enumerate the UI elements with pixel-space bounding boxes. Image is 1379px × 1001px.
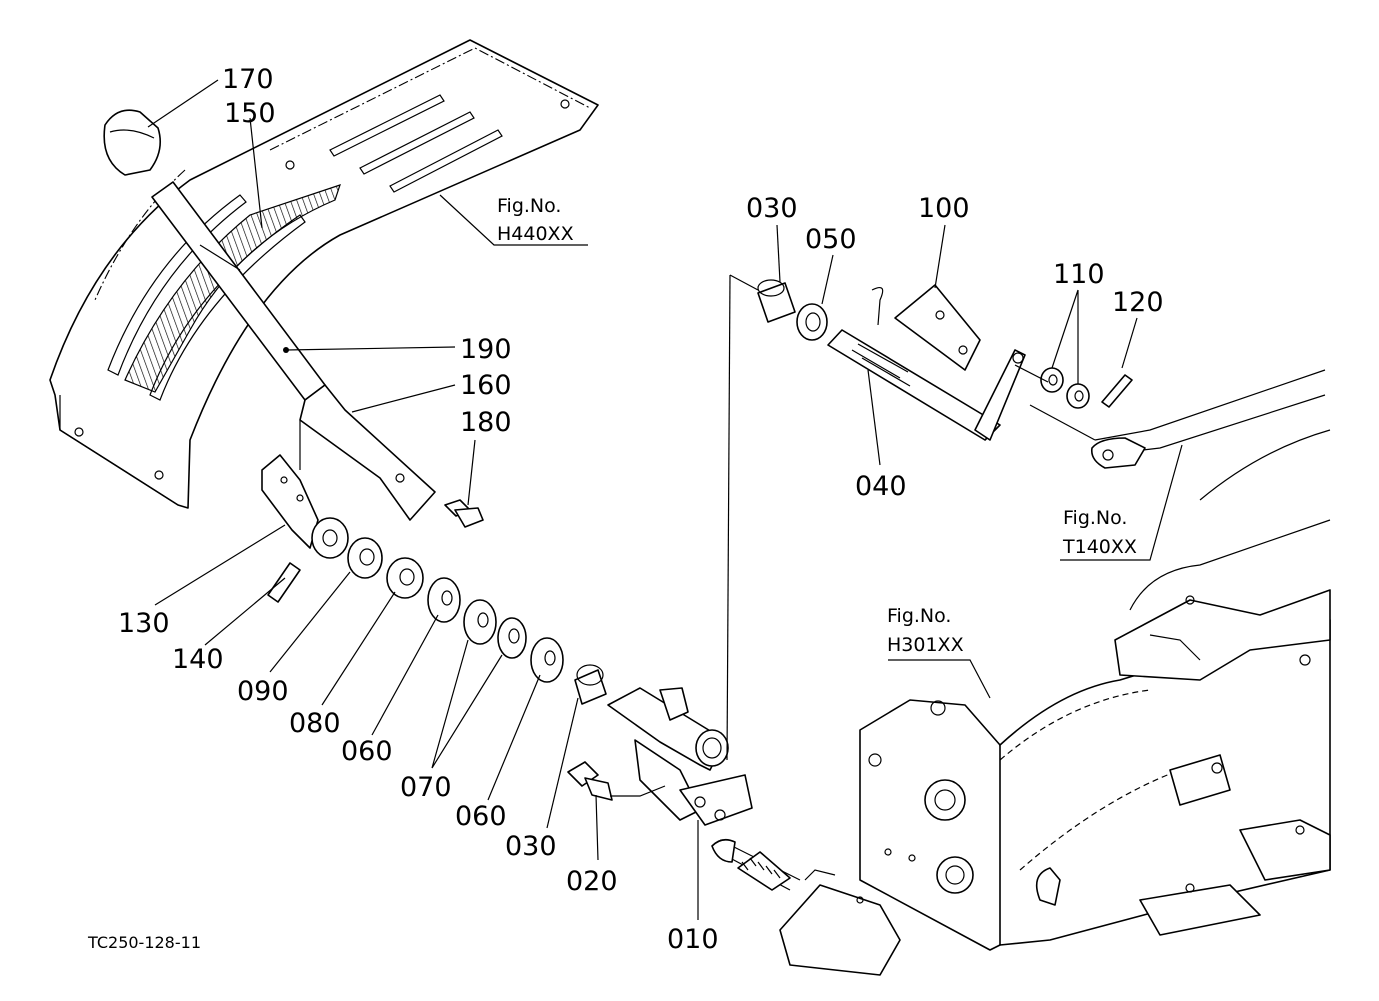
callout-050: 050 xyxy=(805,224,857,255)
clip xyxy=(871,287,884,326)
callout-160: 160 xyxy=(460,370,512,401)
figure-ref-h301: Fig.No. H301XX xyxy=(887,605,964,656)
bolt-180 xyxy=(444,499,484,528)
grip-170 xyxy=(103,109,161,176)
washer-050 xyxy=(796,303,828,341)
callout-010: 010 xyxy=(667,924,719,955)
callout-060-a: 060 xyxy=(341,736,393,767)
figure-ref-h301-label: Fig.No. xyxy=(887,605,951,627)
washer-070a xyxy=(463,599,497,645)
arm-130 xyxy=(261,454,349,559)
callout-100: 100 xyxy=(918,193,970,224)
callout-020: 020 xyxy=(566,866,618,897)
cotter-pin-120 xyxy=(1101,374,1133,408)
shaft-040 xyxy=(827,329,1026,441)
callout-190: 190 xyxy=(460,334,512,365)
washer-060a xyxy=(427,577,461,623)
figure-ref-h440-number: H440XX xyxy=(497,223,574,245)
callout-130: 130 xyxy=(118,608,170,639)
lift-housing xyxy=(779,429,1331,976)
callout-150: 150 xyxy=(224,98,276,129)
shaft-010 xyxy=(607,687,753,826)
callout-090: 090 xyxy=(237,676,289,707)
callout-180: 180 xyxy=(460,407,512,438)
lever-160 xyxy=(299,384,436,521)
figure-ref-h440: Fig.No. H440XX xyxy=(497,195,574,245)
callout-140: 140 xyxy=(172,644,224,675)
quadrant-plate xyxy=(49,39,599,509)
callout-080: 080 xyxy=(289,708,341,739)
figure-ref-t140: Fig.No. T140XX xyxy=(1062,507,1137,558)
pin-140 xyxy=(267,562,301,603)
arm-100 xyxy=(894,284,981,371)
callout-110: 110 xyxy=(1053,259,1105,290)
washer-070b xyxy=(497,617,527,659)
callout-040: 040 xyxy=(855,471,907,502)
bushing-030b xyxy=(757,279,796,323)
callout-030-a: 030 xyxy=(505,831,557,862)
figure-ref-t140-label: Fig.No. xyxy=(1063,507,1127,529)
callout-170: 170 xyxy=(222,64,274,95)
callout-120: 120 xyxy=(1112,287,1164,318)
control-rod xyxy=(711,838,801,891)
figure-ref-h440-label: Fig.No. xyxy=(497,195,561,217)
drawing-code: TC250-128-11 xyxy=(87,933,201,952)
bushing-030a xyxy=(574,664,607,705)
figure-ref-t140-number: T140XX xyxy=(1062,536,1137,558)
nut-080 xyxy=(386,557,424,599)
callout-030-b: 030 xyxy=(746,193,798,224)
leader-lines xyxy=(147,79,1183,920)
callout-060-b: 060 xyxy=(455,801,507,832)
bolt-020 xyxy=(567,761,613,801)
link-rod xyxy=(1090,369,1326,469)
nut-090 xyxy=(347,537,383,579)
washer-060b xyxy=(530,637,564,683)
callout-labels: 170 150 190 160 180 130 140 090 080 060 … xyxy=(118,64,1164,955)
figure-ref-h301-number: H301XX xyxy=(887,634,964,656)
washer-110b xyxy=(1066,383,1090,409)
callout-070: 070 xyxy=(400,772,452,803)
